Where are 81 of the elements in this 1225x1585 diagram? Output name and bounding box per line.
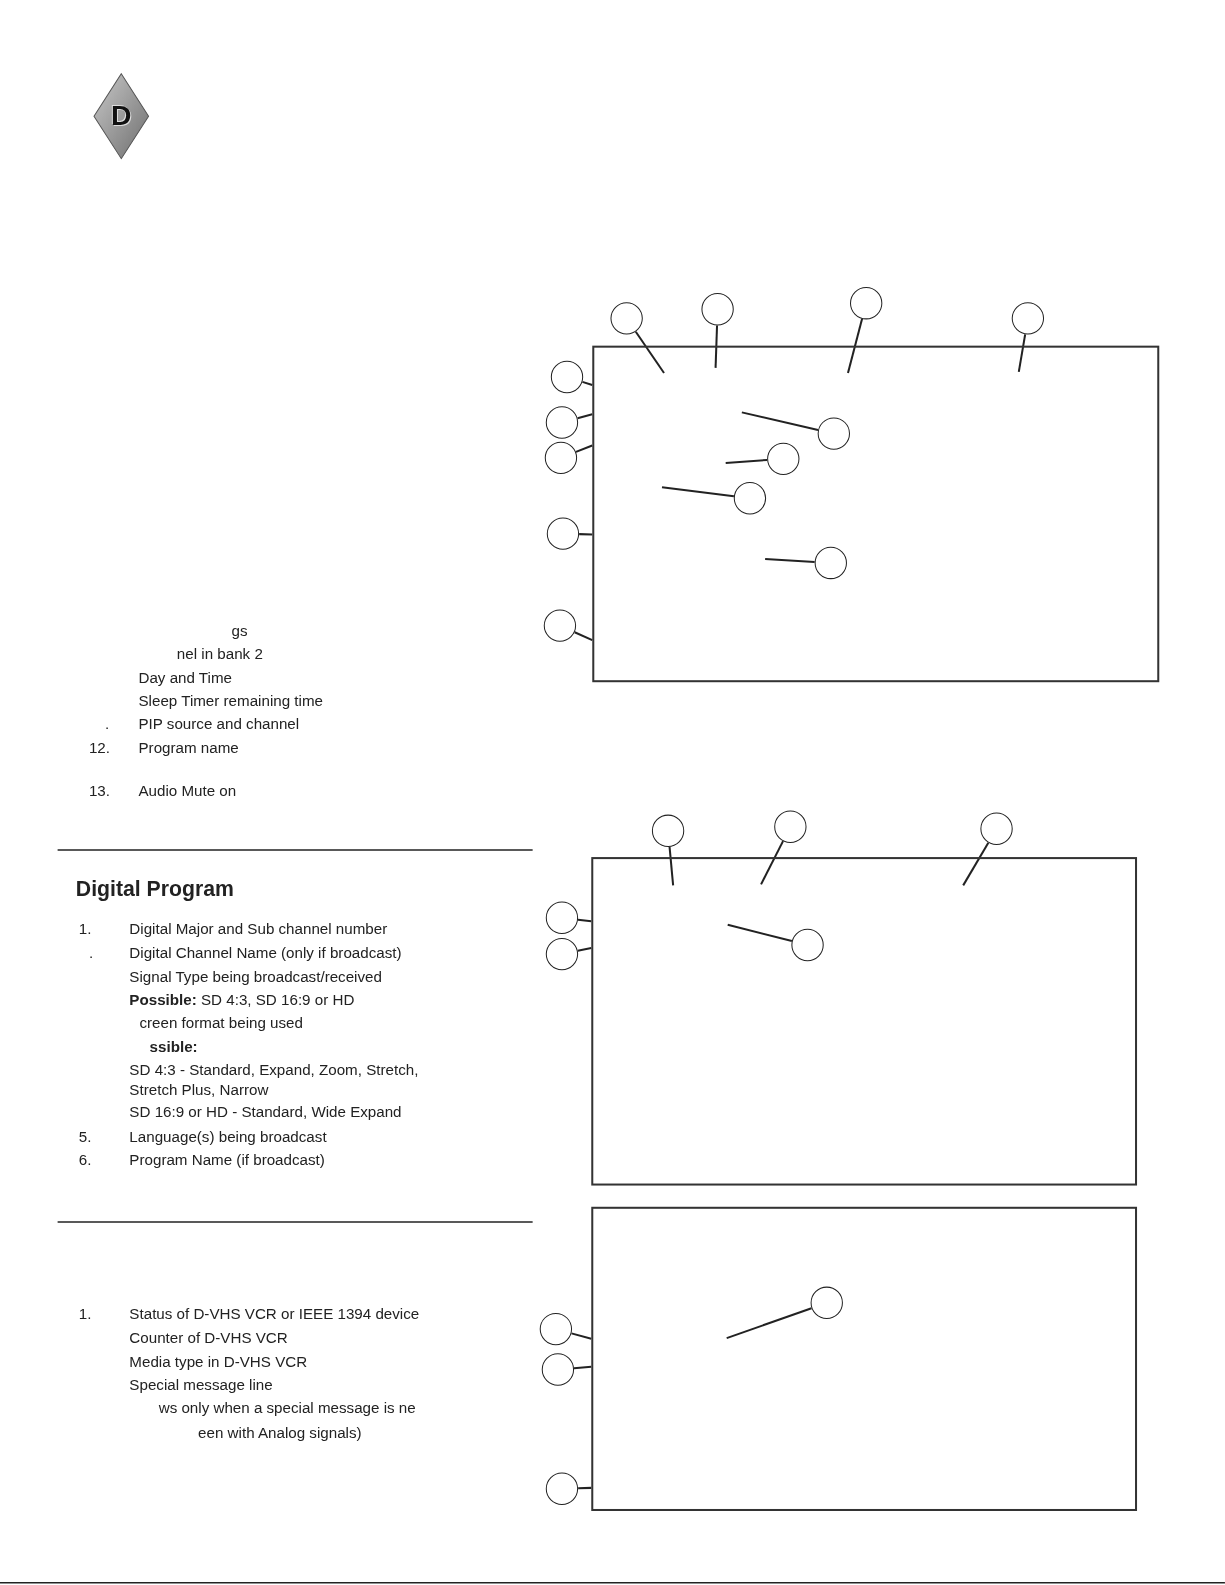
list-item-text: een with Analog signals)	[198, 1422, 362, 1442]
leader-line	[582, 380, 593, 386]
leader-line	[575, 444, 593, 453]
leader-line	[574, 631, 593, 642]
callout-circle	[545, 901, 579, 934]
callout-circle	[810, 1286, 843, 1319]
callout-circle	[541, 1353, 575, 1386]
screen-frame	[592, 345, 1160, 683]
list-number: 1.	[78, 919, 92, 939]
section-diamond: D	[93, 72, 150, 160]
leader-line	[571, 1332, 592, 1340]
list-item-text: Special message line	[129, 1375, 273, 1395]
leader-line	[847, 318, 864, 374]
callout-circle	[651, 814, 685, 847]
callout-circle	[539, 1312, 573, 1346]
leader-line	[726, 1307, 812, 1340]
leader-line	[577, 413, 593, 420]
leader-line	[577, 918, 592, 923]
list-number: 5.	[78, 1126, 92, 1146]
list-number: 12.	[88, 738, 110, 758]
callout-circle	[817, 417, 850, 450]
list-number: .	[105, 714, 110, 734]
leader-line	[760, 840, 784, 885]
list-item-text: Digital Major and Sub channel number	[129, 919, 388, 939]
list-item-text: SD 4:3 - Standard, Expand, Zoom, Stretch, Stretch Plus, Narrow	[129, 1060, 420, 1099]
list-item-text: Status of D-VHS VCR or IEEE 1394 device	[129, 1304, 420, 1324]
callout-circle	[980, 812, 1013, 845]
list-item-text: SD 16:9 or HD - Standard, Wide Expand	[129, 1102, 402, 1122]
screen-frame	[591, 857, 1138, 1186]
list-number: 6.	[78, 1149, 92, 1169]
screen-frame	[591, 1206, 1138, 1511]
list-item-text: Day and Time	[138, 667, 232, 687]
leader-line	[714, 325, 719, 368]
callout-circle	[545, 406, 579, 439]
callout-circle	[543, 609, 577, 642]
list-number: .	[88, 942, 94, 962]
callout-circle	[774, 810, 807, 843]
list-item-text: Program Name (if broadcast)	[129, 1149, 325, 1169]
list-number: 1.	[78, 1304, 92, 1324]
leader-line	[634, 331, 665, 374]
list-item-text: Possible: SD 4:3, SD 16:9 or HD	[129, 990, 355, 1010]
list-item-text: PIP source and channel	[138, 714, 300, 734]
callout-circle	[791, 928, 824, 962]
list-item-text: Program name	[138, 738, 239, 758]
leader-line	[725, 459, 768, 464]
callout-circle	[546, 517, 580, 550]
leader-line	[765, 557, 815, 563]
leader-line	[727, 923, 793, 942]
leader-line	[661, 486, 735, 498]
list-item-text: ws only when a special message is ne	[158, 1398, 416, 1418]
list-item-text: Signal Type being broadcast/received	[129, 966, 382, 986]
list-item-text: gs	[231, 621, 248, 641]
list-item-text: creen format being used	[139, 1013, 303, 1033]
list-item-text: Digital Channel Name (only if broadcast)	[129, 942, 402, 962]
leader-line	[1017, 334, 1027, 373]
callout-circle	[701, 293, 734, 326]
list-item-text: nel in bank 2	[176, 644, 263, 664]
callout-circle	[610, 302, 643, 335]
callout-circle	[767, 442, 800, 476]
leader-line	[962, 842, 990, 886]
callout-circle	[544, 441, 578, 474]
callout-circle	[550, 360, 584, 394]
leader-line	[741, 411, 819, 431]
leader-line	[578, 1486, 592, 1490]
leader-line	[577, 947, 592, 952]
list-number: 13.	[88, 780, 110, 800]
leader-line	[668, 846, 675, 886]
callout-circle	[1011, 302, 1045, 335]
list-item-text: Media type in D-VHS VCR	[129, 1351, 308, 1371]
leader-line	[573, 1365, 592, 1370]
callout-circle	[545, 937, 579, 971]
list-item-text: Audio Mute on	[138, 780, 237, 800]
list-item-text: ssible:	[149, 1036, 198, 1056]
list-item-text: Language(s) being broadcast	[129, 1126, 327, 1146]
callout-circle	[814, 546, 847, 580]
list-item-text: Counter of D-VHS VCR	[129, 1327, 288, 1347]
callout-circle	[545, 1472, 579, 1505]
callout-circle	[733, 482, 767, 515]
callout-circle	[850, 287, 883, 320]
list-item-text: Sleep Timer remaining time	[138, 690, 323, 710]
section-heading: Digital Program	[75, 875, 234, 902]
